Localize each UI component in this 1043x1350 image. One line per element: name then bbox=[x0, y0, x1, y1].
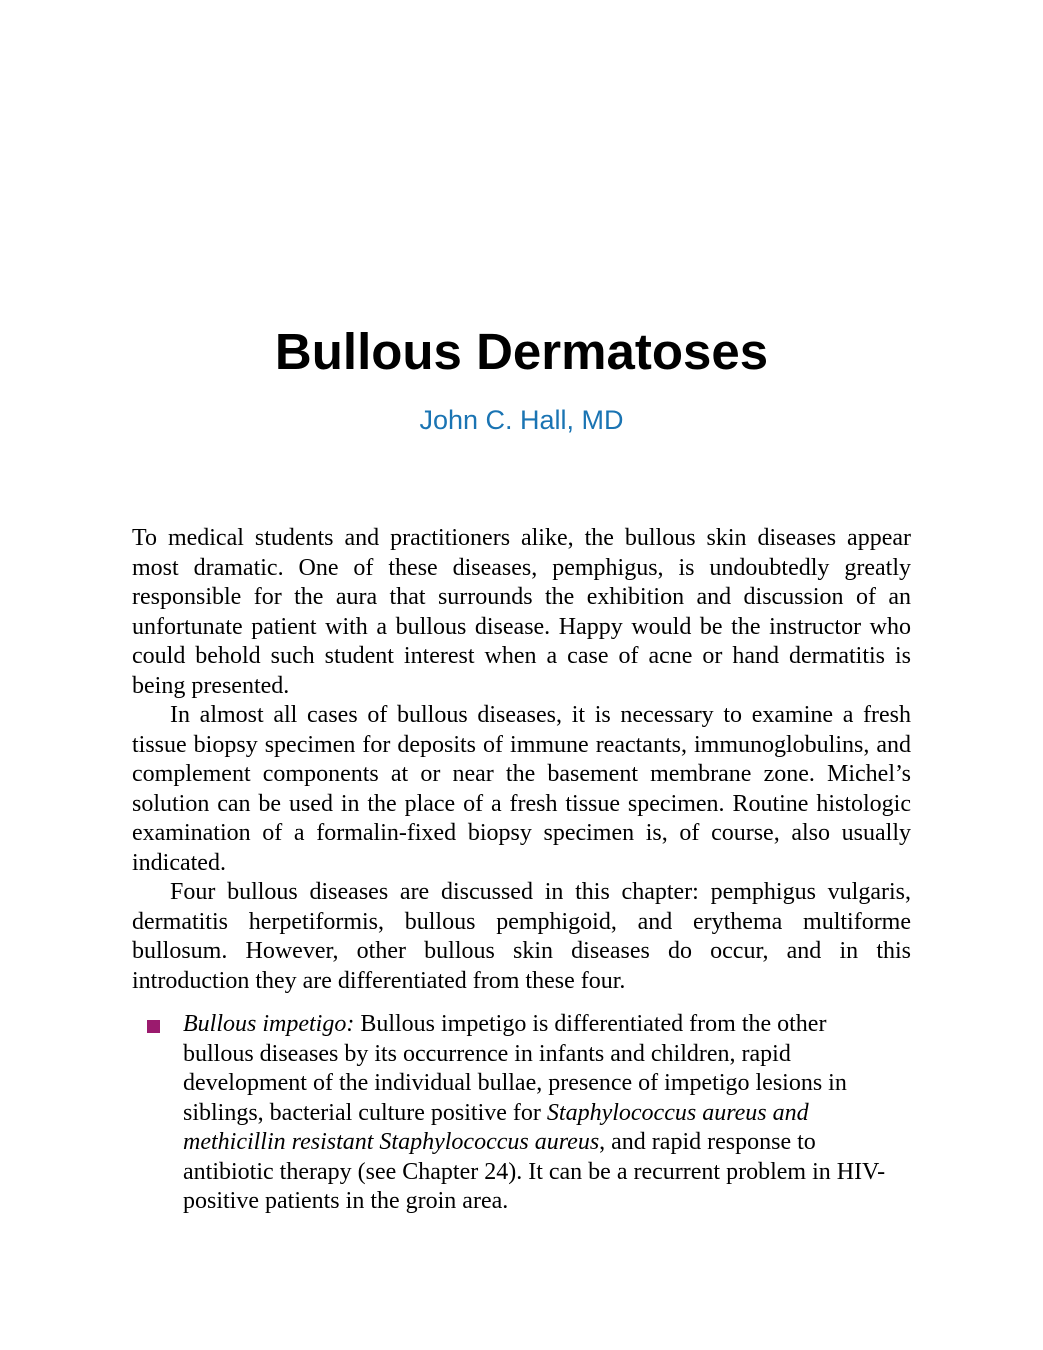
bullet-organism: Staphylococcus aureus and methicillin re… bbox=[183, 1099, 809, 1156]
paragraph-four-diseases: Four bullous diseases are discussed in t… bbox=[132, 879, 911, 994]
bullet-text: Bullous impetigo is differentiated from … bbox=[183, 1011, 847, 1126]
square-bullet-icon bbox=[147, 1020, 160, 1033]
list-item: Bullous impetigo: Bullous impetigo is di… bbox=[132, 1010, 911, 1217]
chapter-body: To medical students and practitioners al… bbox=[132, 524, 911, 1217]
bullet-term: Bullous impetigo: bbox=[183, 1011, 355, 1037]
bullet-text-end: , and rapid response to antibiotic thera… bbox=[183, 1129, 886, 1214]
chapter-title: Bullous Dermatoses bbox=[274, 323, 769, 380]
chapter-author: John C. Hall, MD bbox=[419, 405, 624, 435]
paragraph-biopsy: In almost all cases of bullous diseases,… bbox=[132, 702, 911, 876]
bullet-list: Bullous impetigo: Bullous impetigo is di… bbox=[132, 1010, 911, 1217]
paragraph-intro: To medical students and practitioners al… bbox=[132, 525, 911, 699]
